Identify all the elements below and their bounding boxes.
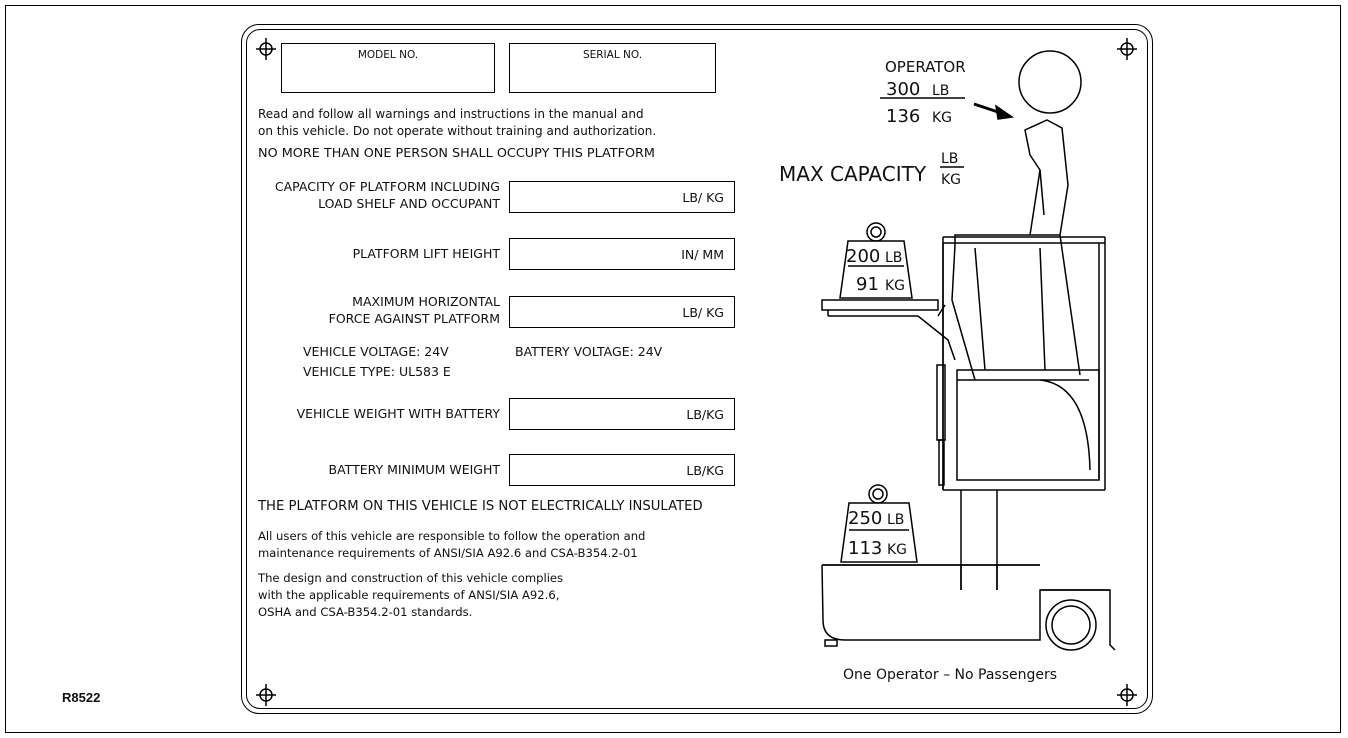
vehicle-weight-field-label: VEHICLE WEIGHT WITH BATTERY	[297, 405, 500, 422]
mast	[936, 364, 998, 590]
base-lb-unit: LB	[887, 512, 904, 528]
base-kg-value: 113	[848, 538, 882, 559]
load-shelf	[821, 299, 956, 361]
model-number-box: MODEL NO.	[281, 43, 495, 93]
max-capacity-label: MAX CAPACITY	[779, 162, 927, 186]
capacity-plate-outer-border	[241, 24, 1153, 714]
capacity-label-line-1: CAPACITY OF PLATFORM INCLUDING	[274, 179, 500, 194]
vehicle-type: VEHICLE TYPE: UL583 E	[303, 364, 451, 379]
operator-label: OPERATOR	[885, 58, 966, 76]
capacity-label-line-2: LOAD SHELF AND OCCUPANT	[318, 196, 500, 211]
registration-mark-bottom-left	[256, 684, 276, 706]
base-kg-unit: KG	[887, 542, 907, 558]
horizontal-force-label-line-1: MAXIMUM HORIZONTAL	[352, 294, 500, 309]
page-frame	[5, 5, 1341, 733]
operator-figure	[951, 50, 1082, 381]
serial-number-label: SERIAL NO.	[582, 49, 643, 61]
platform-cage	[942, 236, 1106, 491]
max-capacity-lb-unit: LB	[941, 151, 958, 167]
lift-height-field: IN/ MM	[509, 238, 735, 270]
compliance-line-2: with the applicable requirements of ANSI…	[258, 588, 560, 602]
battery-weight-field: LB/KG	[509, 454, 735, 486]
battery-weight-unit: LB/KG	[686, 463, 724, 478]
horizontal-force-unit: LB/ KG	[682, 305, 724, 320]
lift-height-label: PLATFORM LIFT HEIGHT	[352, 246, 500, 261]
shelf-kg-unit: KG	[885, 278, 905, 294]
horizontal-force-field: LB/ KG	[509, 296, 735, 328]
users-notice-line-1: All users of this vehicle are responsibl…	[258, 529, 646, 543]
operator-lb-value: 300	[886, 79, 920, 100]
shelf-weight-icon	[839, 222, 913, 299]
capacity-unit: LB/ KG	[682, 190, 724, 205]
battery-weight-field-label: BATTERY MINIMUM WEIGHT	[329, 461, 500, 478]
horizontal-force-label-line-2: FORCE AGAINST PLATFORM	[328, 311, 500, 326]
registration-mark-top-left	[256, 38, 276, 60]
capacity-field: LB/ KG	[509, 181, 735, 213]
lift-base	[821, 564, 1116, 651]
footer-one-operator: One Operator – No Passengers	[843, 667, 1057, 683]
battery-weight-label: BATTERY MINIMUM WEIGHT	[328, 462, 500, 477]
operator-kg-unit: KG	[932, 110, 952, 126]
registration-mark-top-right	[1117, 38, 1137, 60]
shelf-lb-unit: LB	[885, 250, 902, 266]
vehicle-voltage: VEHICLE VOLTAGE: 24V	[303, 344, 449, 359]
compliance-line-3: OSHA and CSA-B354.2-01 standards.	[258, 605, 473, 619]
capacity-field-label: CAPACITY OF PLATFORM INCLUDING LOAD SHEL…	[275, 178, 500, 212]
registration-mark-bottom-right	[1117, 684, 1137, 706]
capacity-plate	[246, 29, 1148, 709]
model-number-label: MODEL NO.	[357, 49, 419, 61]
operator-arrow	[973, 102, 1015, 120]
operator-lb-unit: LB	[932, 83, 949, 99]
shelf-kg-value: 91	[856, 274, 879, 295]
instructions-line-2: on this vehicle. Do not operate without …	[258, 124, 657, 138]
base-weight-icon	[840, 484, 918, 563]
vehicle-weight-unit: LB/KG	[686, 407, 724, 422]
users-notice-line-2: maintenance requirements of ANSI/SIA A92…	[258, 546, 638, 560]
instructions-line-1: Read and follow all warnings and instruc…	[258, 107, 644, 121]
base-lb-value: 250	[848, 508, 882, 529]
horizontal-force-field-label: MAXIMUM HORIZONTAL FORCE AGAINST PLATFOR…	[329, 293, 500, 327]
max-capacity-kg-unit: KG	[941, 172, 961, 188]
vehicle-weight-label: VEHICLE WEIGHT WITH BATTERY	[296, 406, 500, 421]
vehicle-weight-field: LB/KG	[509, 398, 735, 430]
shelf-lb-value: 200	[846, 246, 880, 267]
one-person-warning: NO MORE THAN ONE PERSON SHALL OCCUPY THI…	[258, 146, 655, 161]
figure-id: R8522	[62, 690, 101, 705]
battery-voltage: BATTERY VOLTAGE: 24V	[515, 344, 663, 359]
lift-height-unit: IN/ MM	[681, 247, 724, 262]
operator-kg-value: 136	[886, 106, 920, 127]
insulation-warning: THE PLATFORM ON THIS VEHICLE IS NOT ELEC…	[258, 499, 703, 514]
serial-number-box: SERIAL NO.	[509, 43, 716, 93]
lift-height-field-label: PLATFORM LIFT HEIGHT	[353, 245, 500, 262]
compliance-line-1: The design and construction of this vehi…	[258, 571, 564, 585]
